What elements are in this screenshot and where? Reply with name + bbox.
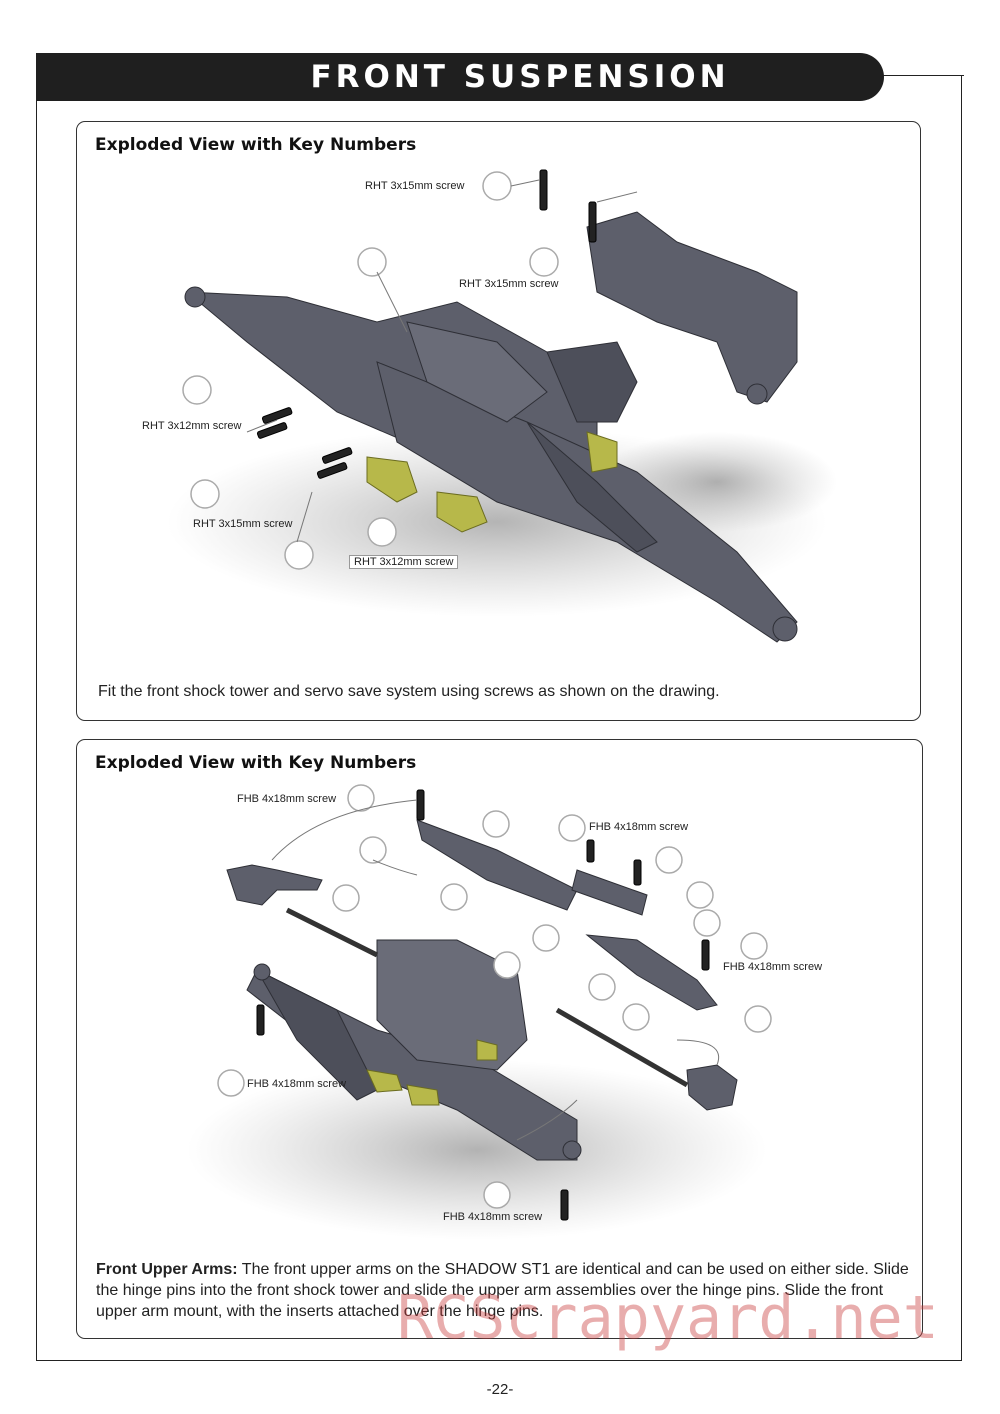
label-screw-lower: RHT 3x15mm screw: [193, 518, 293, 530]
bulkhead-part: [246, 939, 582, 1161]
label-fhb-top-right: FHB 4x18mm screw: [589, 821, 689, 833]
frame-line: [880, 75, 964, 76]
watermark: RCScrapyard.net: [397, 1283, 939, 1353]
label-screw-bottom: RHT 3x12mm screw: [349, 555, 459, 569]
key-number-circles: [217, 784, 772, 1209]
label-fhb-bottom: FHB 4x18mm screw: [443, 1211, 543, 1223]
label-screw-left: RHT 3x12mm screw: [142, 420, 242, 432]
caption-heading: Front Upper Arms:: [96, 1261, 238, 1278]
title-banner: FRONT SUSPENSION: [36, 53, 884, 101]
panel-caption: Front Upper Arms: The front upper arms o…: [96, 1259, 911, 1322]
label-fhb-right: FHB 4x18mm screw: [723, 961, 823, 973]
label-fhb-left: FHB 4x18mm screw: [247, 1078, 347, 1090]
yellow-inserts: [366, 431, 618, 533]
servo-saver-part: [546, 211, 798, 423]
bulkhead-part: [184, 286, 798, 643]
screws: [256, 169, 597, 479]
screws: [256, 789, 710, 1221]
page-number: -22-: [486, 1381, 514, 1398]
caption-body: The front upper arms on the SHADOW ST1 a…: [96, 1261, 909, 1320]
upper-arm-parts: [416, 819, 718, 1011]
driveshafts: [285, 907, 689, 1088]
shock-tower-assembly-diagram: [167, 169, 837, 643]
label-screw-top: RHT 3x15mm screw: [365, 180, 465, 192]
panel-heading: Exploded View with Key Numbers: [95, 753, 417, 773]
exploded-view-panel-2: Exploded View with Key Numbers: [76, 739, 923, 1339]
label-fhb-top-left: FHB 4x18mm screw: [237, 793, 337, 805]
steering-knuckles: [226, 864, 738, 1111]
page-title: FRONT SUSPENSION: [310, 59, 730, 95]
upper-arms-assembly-diagram: [187, 784, 772, 1240]
key-number-circles: [182, 171, 559, 570]
panel-heading: Exploded View with Key Numbers: [95, 135, 417, 155]
yellow-inserts: [366, 1039, 498, 1106]
label-screw-mid: RHT 3x15mm screw: [459, 278, 559, 290]
panel-caption: Fit the front shock tower and servo save…: [98, 683, 720, 700]
page-frame: [36, 75, 962, 1361]
exploded-view-panel-1: Exploded View with Key Numbers: [76, 121, 921, 721]
